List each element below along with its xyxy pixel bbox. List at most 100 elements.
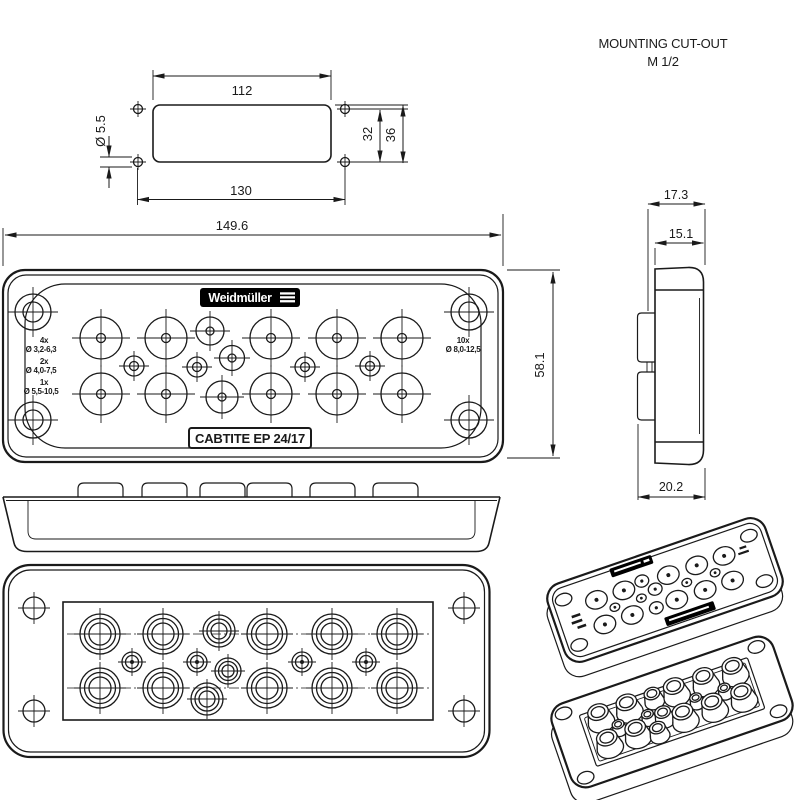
iso-rear-view: [550, 635, 794, 800]
iso-front-view: [546, 517, 784, 678]
cutout-hole: [130, 154, 146, 170]
side-top-cap: [654, 266, 705, 291]
grommet-spec-labels: 4x Ø 3,2-6,3 2x Ø 4,0-7,5 1x Ø 5,5-10,5 …: [24, 336, 482, 396]
elevation-grommet-bump: [77, 482, 124, 497]
mounting-boss: [7, 286, 59, 338]
mounting-boss: [7, 394, 59, 446]
brand-logo: Weidmüller: [200, 288, 300, 307]
dim-outer-width-value: 130: [230, 183, 252, 198]
grommet-large: [241, 364, 301, 424]
dim-front-height: 58.1: [507, 269, 560, 459]
grommet-medium: [189, 310, 231, 352]
side-clip-tab: [636, 312, 655, 363]
side-bottom-cap: [654, 441, 705, 466]
grommet-large: [241, 308, 301, 368]
elevation-grommet-bump: [246, 482, 293, 497]
spec-diameter: Ø 5,5-10,5: [24, 387, 60, 396]
iso-product-label: [664, 601, 716, 626]
page-title: MOUNTING CUT-OUT: [599, 36, 728, 51]
spec-diameter: Ø 3,2-6,3: [26, 345, 58, 354]
dim-front-width: 149.6: [2, 214, 504, 266]
grommet-small: [182, 647, 212, 677]
elevation-body: [2, 496, 501, 553]
dim-hole-diameter-value: Ø 5.5: [93, 115, 108, 147]
grommet-medium: [213, 339, 251, 377]
side-body: [654, 290, 705, 442]
dim-front-height-value: 58.1: [532, 352, 547, 377]
dim-hole-spacing: 32: [335, 104, 408, 163]
rear-centerlines: [67, 633, 429, 689]
dim-side-flange-depth: 20.2: [637, 424, 706, 500]
elevation-grommet-bump: [199, 482, 246, 497]
dim-side-flange-depth-value: 20.2: [659, 480, 683, 494]
grommet-large: [370, 607, 424, 661]
elevation-grommet-bump: [372, 482, 419, 497]
spec-diameter: Ø 8,0-12,5: [446, 345, 482, 354]
side-clip-tab: [636, 371, 655, 421]
dim-side-top-depth-value: 17.3: [664, 188, 688, 202]
page-subtitle: M 1/2: [647, 54, 679, 69]
grommet-large: [136, 661, 190, 715]
grommet-large: [240, 607, 294, 661]
grommet-small: [118, 350, 150, 382]
grommet-small: [181, 351, 213, 383]
front-inner-contour: [7, 274, 499, 458]
grommet-medium: [186, 678, 228, 720]
grommet-medium: [199, 374, 245, 420]
grommet-small: [117, 647, 147, 677]
spec-count: 10x: [457, 336, 470, 345]
dim-cutout-height: 36: [383, 104, 406, 164]
grommet-large: [305, 607, 359, 661]
grommet-large: [372, 364, 432, 424]
dim-hole-spacing-value: 32: [360, 127, 375, 141]
mounting-hole: [447, 591, 481, 625]
grommet-small: [289, 351, 321, 383]
grommet-large: [372, 308, 432, 368]
dim-side-top-depth: 17.3: [647, 188, 706, 311]
dim-hole-diameter: Ø 5.5: [93, 115, 132, 188]
rear-inner-contour: [7, 569, 486, 753]
spec-diameter: Ø 4,0-7,5: [26, 366, 58, 375]
grommet-small: [354, 350, 386, 382]
mounting-boss: [443, 394, 495, 446]
grommet-large: [305, 661, 359, 715]
grommet-medium: [210, 653, 246, 689]
elevation-inner-contour: [6, 500, 497, 540]
mounting-hole: [17, 694, 51, 728]
grommet-large: [71, 308, 131, 368]
cutout-outline: [152, 104, 332, 163]
front-outline: [1, 268, 505, 464]
grommet-large: [136, 364, 196, 424]
grommet-large: [307, 364, 367, 424]
cutout-hole: [130, 101, 146, 117]
mounting-boss: [443, 286, 495, 338]
dim-front-width-value: 149.6: [216, 218, 249, 233]
dim-side-body-depth-value: 15.1: [669, 227, 693, 241]
spec-count: 1x: [40, 378, 49, 387]
grommet-large: [136, 308, 196, 368]
grommet-large: [73, 661, 127, 715]
side-view: 17.3 15.1 20.2: [636, 188, 706, 500]
rear-opening-frame: [62, 601, 434, 721]
dim-cutout-height-value: 36: [383, 128, 398, 142]
front-view: Weidmüller CABTITE EP 24/17 4x Ø 3,2-6,3…: [1, 268, 505, 464]
grommet-small: [351, 647, 381, 677]
rear-view: [2, 563, 491, 759]
grommet-large: [240, 661, 294, 715]
spec-count: 2x: [40, 357, 49, 366]
dim-outer-width: 130: [137, 168, 346, 205]
iso-brand-logo: [609, 555, 654, 578]
product-label-text: CABTITE EP 24/17: [195, 431, 305, 446]
grommet-large: [73, 607, 127, 661]
front-face-contour: [24, 283, 482, 449]
iso-front-face-contour: [551, 522, 779, 658]
mounting-hole: [447, 694, 481, 728]
dim-side-body-depth: 15.1: [654, 227, 704, 265]
elevation-grommet-bump: [141, 482, 188, 497]
grommet-small: [287, 647, 317, 677]
spec-count: 4x: [40, 336, 49, 345]
product-label: CABTITE EP 24/17: [188, 427, 312, 449]
rear-outline: [2, 563, 491, 759]
